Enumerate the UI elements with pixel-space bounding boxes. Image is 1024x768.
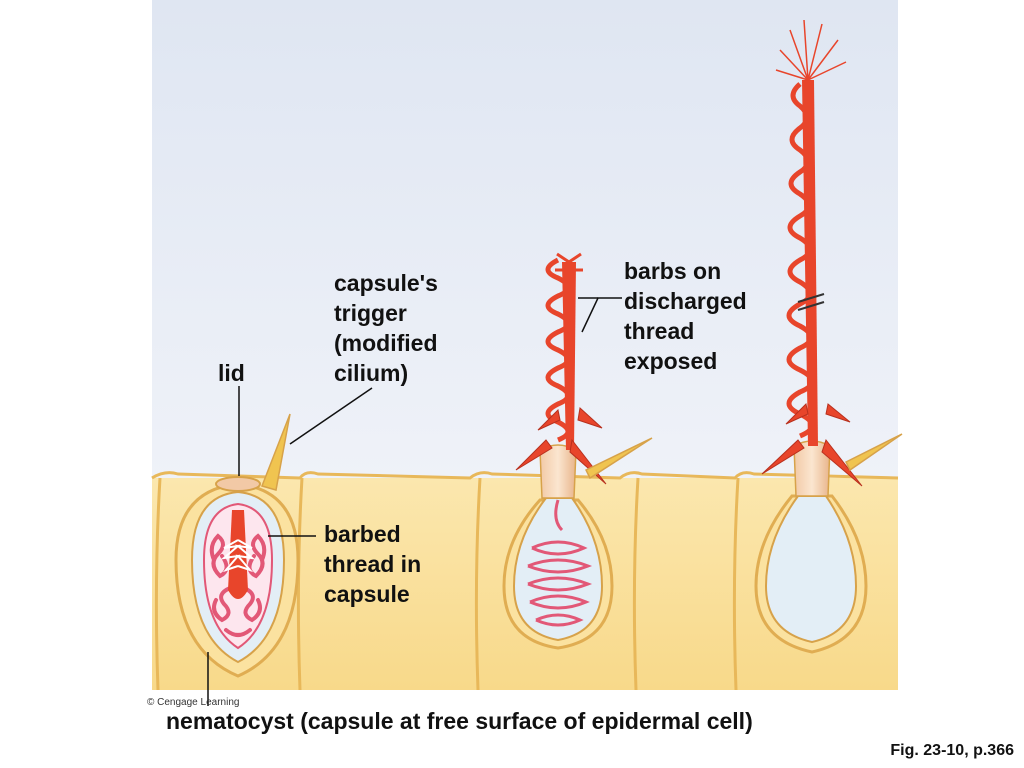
discharged-barbs	[761, 402, 863, 487]
thread-tip-filaments	[775, 19, 847, 81]
trigger-cilium	[261, 413, 291, 491]
thread-break-mark	[797, 293, 825, 311]
cell-wall	[632, 477, 640, 691]
leader-lines	[207, 297, 622, 706]
figure-reference: Fig. 23-10, p.366	[890, 742, 1014, 759]
label-line: barbs on	[624, 258, 722, 284]
discharged-thread	[802, 80, 818, 446]
epidermis-surface	[151, 471, 899, 480]
thread-spiral	[545, 257, 571, 443]
label-line: thread	[624, 318, 695, 344]
label-line: capsule	[324, 581, 410, 607]
label-lid: lid	[218, 358, 245, 388]
label-line: barbed	[324, 521, 401, 547]
label-barbs-discharged: barbs on discharged thread exposed	[624, 256, 747, 376]
nematocyst-undischarged	[174, 413, 300, 678]
thread-tip-barbs	[555, 252, 583, 272]
label-line: exposed	[624, 348, 718, 374]
nematocyst-discharging	[502, 252, 653, 650]
trigger-cilium	[584, 437, 653, 480]
lid	[215, 476, 261, 492]
label-line: lid	[218, 360, 245, 386]
cell-wall	[732, 477, 740, 691]
label-line: cilium)	[334, 360, 409, 386]
coiled-thread	[527, 499, 593, 627]
label-line: (modified	[334, 330, 438, 356]
label-line: trigger	[334, 300, 407, 326]
inverted-tube	[228, 510, 248, 599]
label-line: thread in	[324, 551, 422, 577]
label-line: capsule's	[334, 270, 438, 296]
copyright-notice: © Cengage Learning	[147, 697, 240, 708]
capsule-empty	[764, 495, 858, 644]
cell-wall	[154, 477, 162, 691]
trigger-cilium	[844, 433, 903, 472]
figure-caption: nematocyst (capsule at free surface of e…	[166, 708, 753, 734]
discharged-barbs	[515, 407, 607, 485]
barbs	[220, 539, 256, 573]
label-line: discharged	[624, 288, 747, 314]
thread-spiral	[786, 82, 815, 439]
nematocyst-discharged	[754, 19, 903, 654]
leader-trigger	[289, 387, 373, 445]
cell-wall	[474, 477, 482, 691]
coiled-thread	[209, 533, 267, 637]
label-barbed-thread: barbed thread in capsule	[324, 519, 421, 609]
label-capsule-trigger: capsule's trigger (modified cilium)	[334, 268, 438, 388]
